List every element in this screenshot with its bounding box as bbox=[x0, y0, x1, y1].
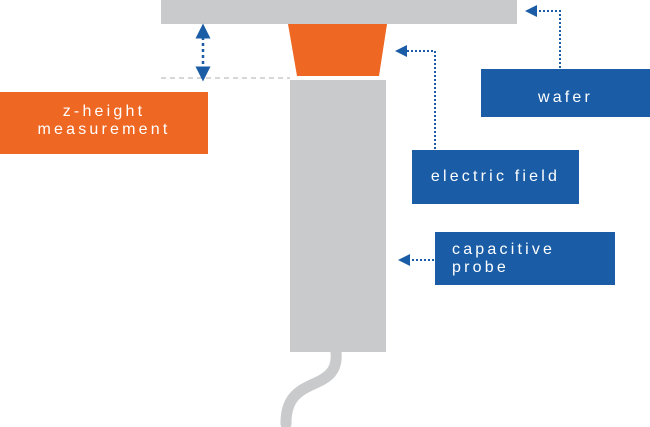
electric-field-leader-arrow bbox=[395, 45, 436, 149]
capacitive-probe-label: capacitive probe bbox=[435, 232, 615, 285]
probe-body bbox=[290, 80, 386, 352]
probe-cable bbox=[280, 346, 342, 427]
z-height-label-line1: z-height bbox=[62, 103, 146, 120]
z-height-label-line2: measurement bbox=[37, 121, 171, 138]
capacitive-probe-label-line1: capacitive bbox=[452, 241, 556, 258]
wafer-plate bbox=[161, 0, 517, 24]
electric-field-label: electric field bbox=[412, 150, 579, 204]
electric-field-cone bbox=[288, 24, 387, 76]
wafer-leader-arrow bbox=[525, 5, 561, 68]
wafer-label: wafer bbox=[481, 69, 650, 117]
wafer-label-text: wafer bbox=[537, 89, 594, 106]
z-height-measurement-label: z-height measurement bbox=[0, 92, 208, 154]
capacitive-probe-label-line2: probe bbox=[452, 259, 509, 276]
electric-field-label-text: electric field bbox=[430, 168, 561, 185]
